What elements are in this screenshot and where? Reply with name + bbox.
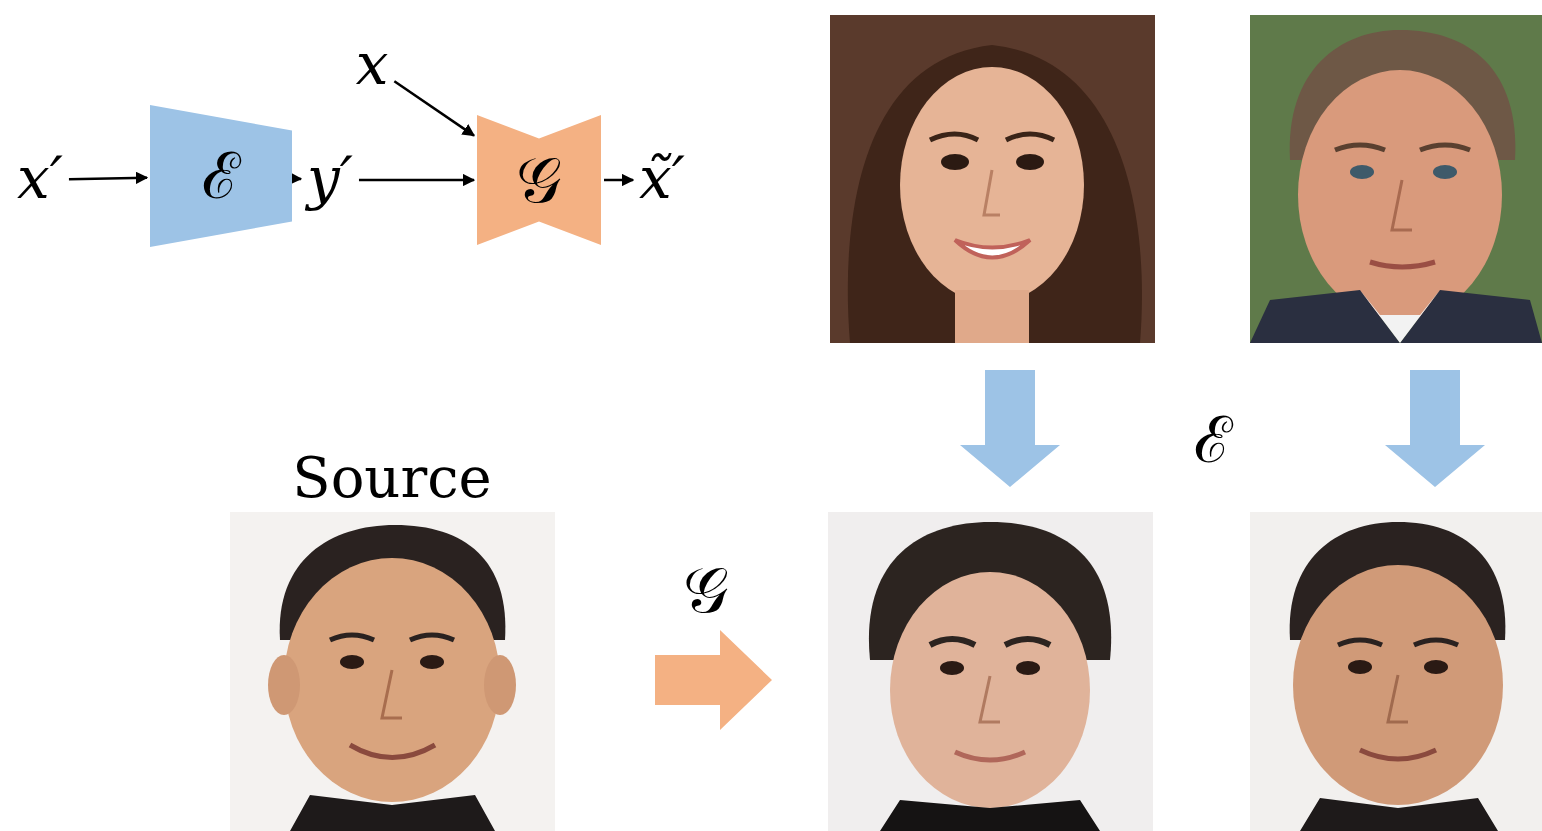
variable-node: y′ xyxy=(304,149,356,211)
module-symbol: 𝒢 xyxy=(516,148,562,212)
flow-arrow xyxy=(359,179,474,182)
encoder-trapezoid xyxy=(150,105,292,247)
section-heading: Source xyxy=(292,450,491,506)
source-photo xyxy=(230,512,555,831)
eyebrow xyxy=(930,639,975,645)
jacket xyxy=(1400,290,1542,343)
clothes xyxy=(880,800,1100,831)
output-photo xyxy=(828,512,1153,831)
eye xyxy=(941,154,969,170)
eye xyxy=(340,655,364,669)
clothes xyxy=(1300,798,1498,831)
section-heading: Source xyxy=(292,450,491,506)
reference-photo xyxy=(1250,15,1542,343)
eyebrow xyxy=(1414,640,1458,645)
reference-photo xyxy=(830,15,1155,343)
photo-background xyxy=(1250,512,1542,831)
eyebrow xyxy=(1335,145,1385,150)
face xyxy=(1293,565,1503,805)
variable-node: x′ xyxy=(14,149,66,211)
variable-name: x̃′ xyxy=(639,149,685,207)
photo-background xyxy=(830,15,1155,343)
flow-arrow xyxy=(604,179,633,182)
face xyxy=(1298,70,1502,320)
eye xyxy=(1424,660,1448,674)
variable-name: y′ xyxy=(307,149,353,207)
hair xyxy=(848,45,1142,343)
photo-background xyxy=(828,512,1153,831)
photo-background xyxy=(230,512,555,831)
eyebrow xyxy=(1006,134,1054,140)
output-photo xyxy=(1250,512,1542,831)
encoder-trapezoid: ℰ xyxy=(150,105,292,247)
face xyxy=(900,67,1084,303)
eye xyxy=(940,661,964,675)
variable-name: x xyxy=(356,35,389,93)
mouth xyxy=(955,240,1030,258)
face xyxy=(284,558,500,802)
mouth xyxy=(1360,750,1436,759)
nose xyxy=(1388,675,1408,722)
encoder-arrow xyxy=(1385,370,1485,487)
module-symbol: ℰ xyxy=(202,144,241,208)
mouth xyxy=(955,752,1025,760)
nose xyxy=(1392,180,1412,230)
ear xyxy=(484,655,516,715)
eyebrow xyxy=(930,134,978,140)
eye xyxy=(1016,661,1040,675)
eye xyxy=(1350,165,1374,179)
eyebrow xyxy=(1338,640,1382,645)
eyebrow xyxy=(1005,639,1050,645)
nose xyxy=(984,170,1000,215)
eyebrow xyxy=(410,635,454,640)
ear xyxy=(268,655,300,715)
encoder-arrow xyxy=(960,370,1060,487)
module-symbol: ℰ xyxy=(1194,408,1233,472)
eye xyxy=(1433,165,1457,179)
eye xyxy=(1016,154,1044,170)
generator-arrow xyxy=(655,630,772,730)
photo-background xyxy=(1250,15,1542,343)
jacket xyxy=(1250,290,1400,343)
module-symbol: 𝒢 xyxy=(683,558,729,622)
mouth xyxy=(350,745,435,758)
generator-bowtie xyxy=(477,115,601,245)
eyebrow xyxy=(330,635,374,640)
collar xyxy=(1360,290,1440,343)
flow-arrow xyxy=(69,178,147,180)
eye xyxy=(420,655,444,669)
variable-node: x̃′ xyxy=(636,149,688,211)
neck xyxy=(955,290,1029,343)
flow-arrow xyxy=(394,81,474,135)
variable-node: x xyxy=(353,35,392,97)
eye xyxy=(1348,660,1372,674)
face xyxy=(890,572,1090,808)
eyebrow xyxy=(1420,145,1470,150)
generator-bowtie: 𝒢 xyxy=(477,115,601,245)
variable-name: x′ xyxy=(17,149,63,207)
clothes xyxy=(290,795,495,831)
nose xyxy=(980,676,1000,722)
nose xyxy=(382,670,402,718)
module-symbol: 𝒢 xyxy=(683,558,729,622)
mouth xyxy=(1370,262,1435,267)
flow-arrow xyxy=(295,177,301,180)
module-symbol: ℰ xyxy=(1194,408,1233,472)
